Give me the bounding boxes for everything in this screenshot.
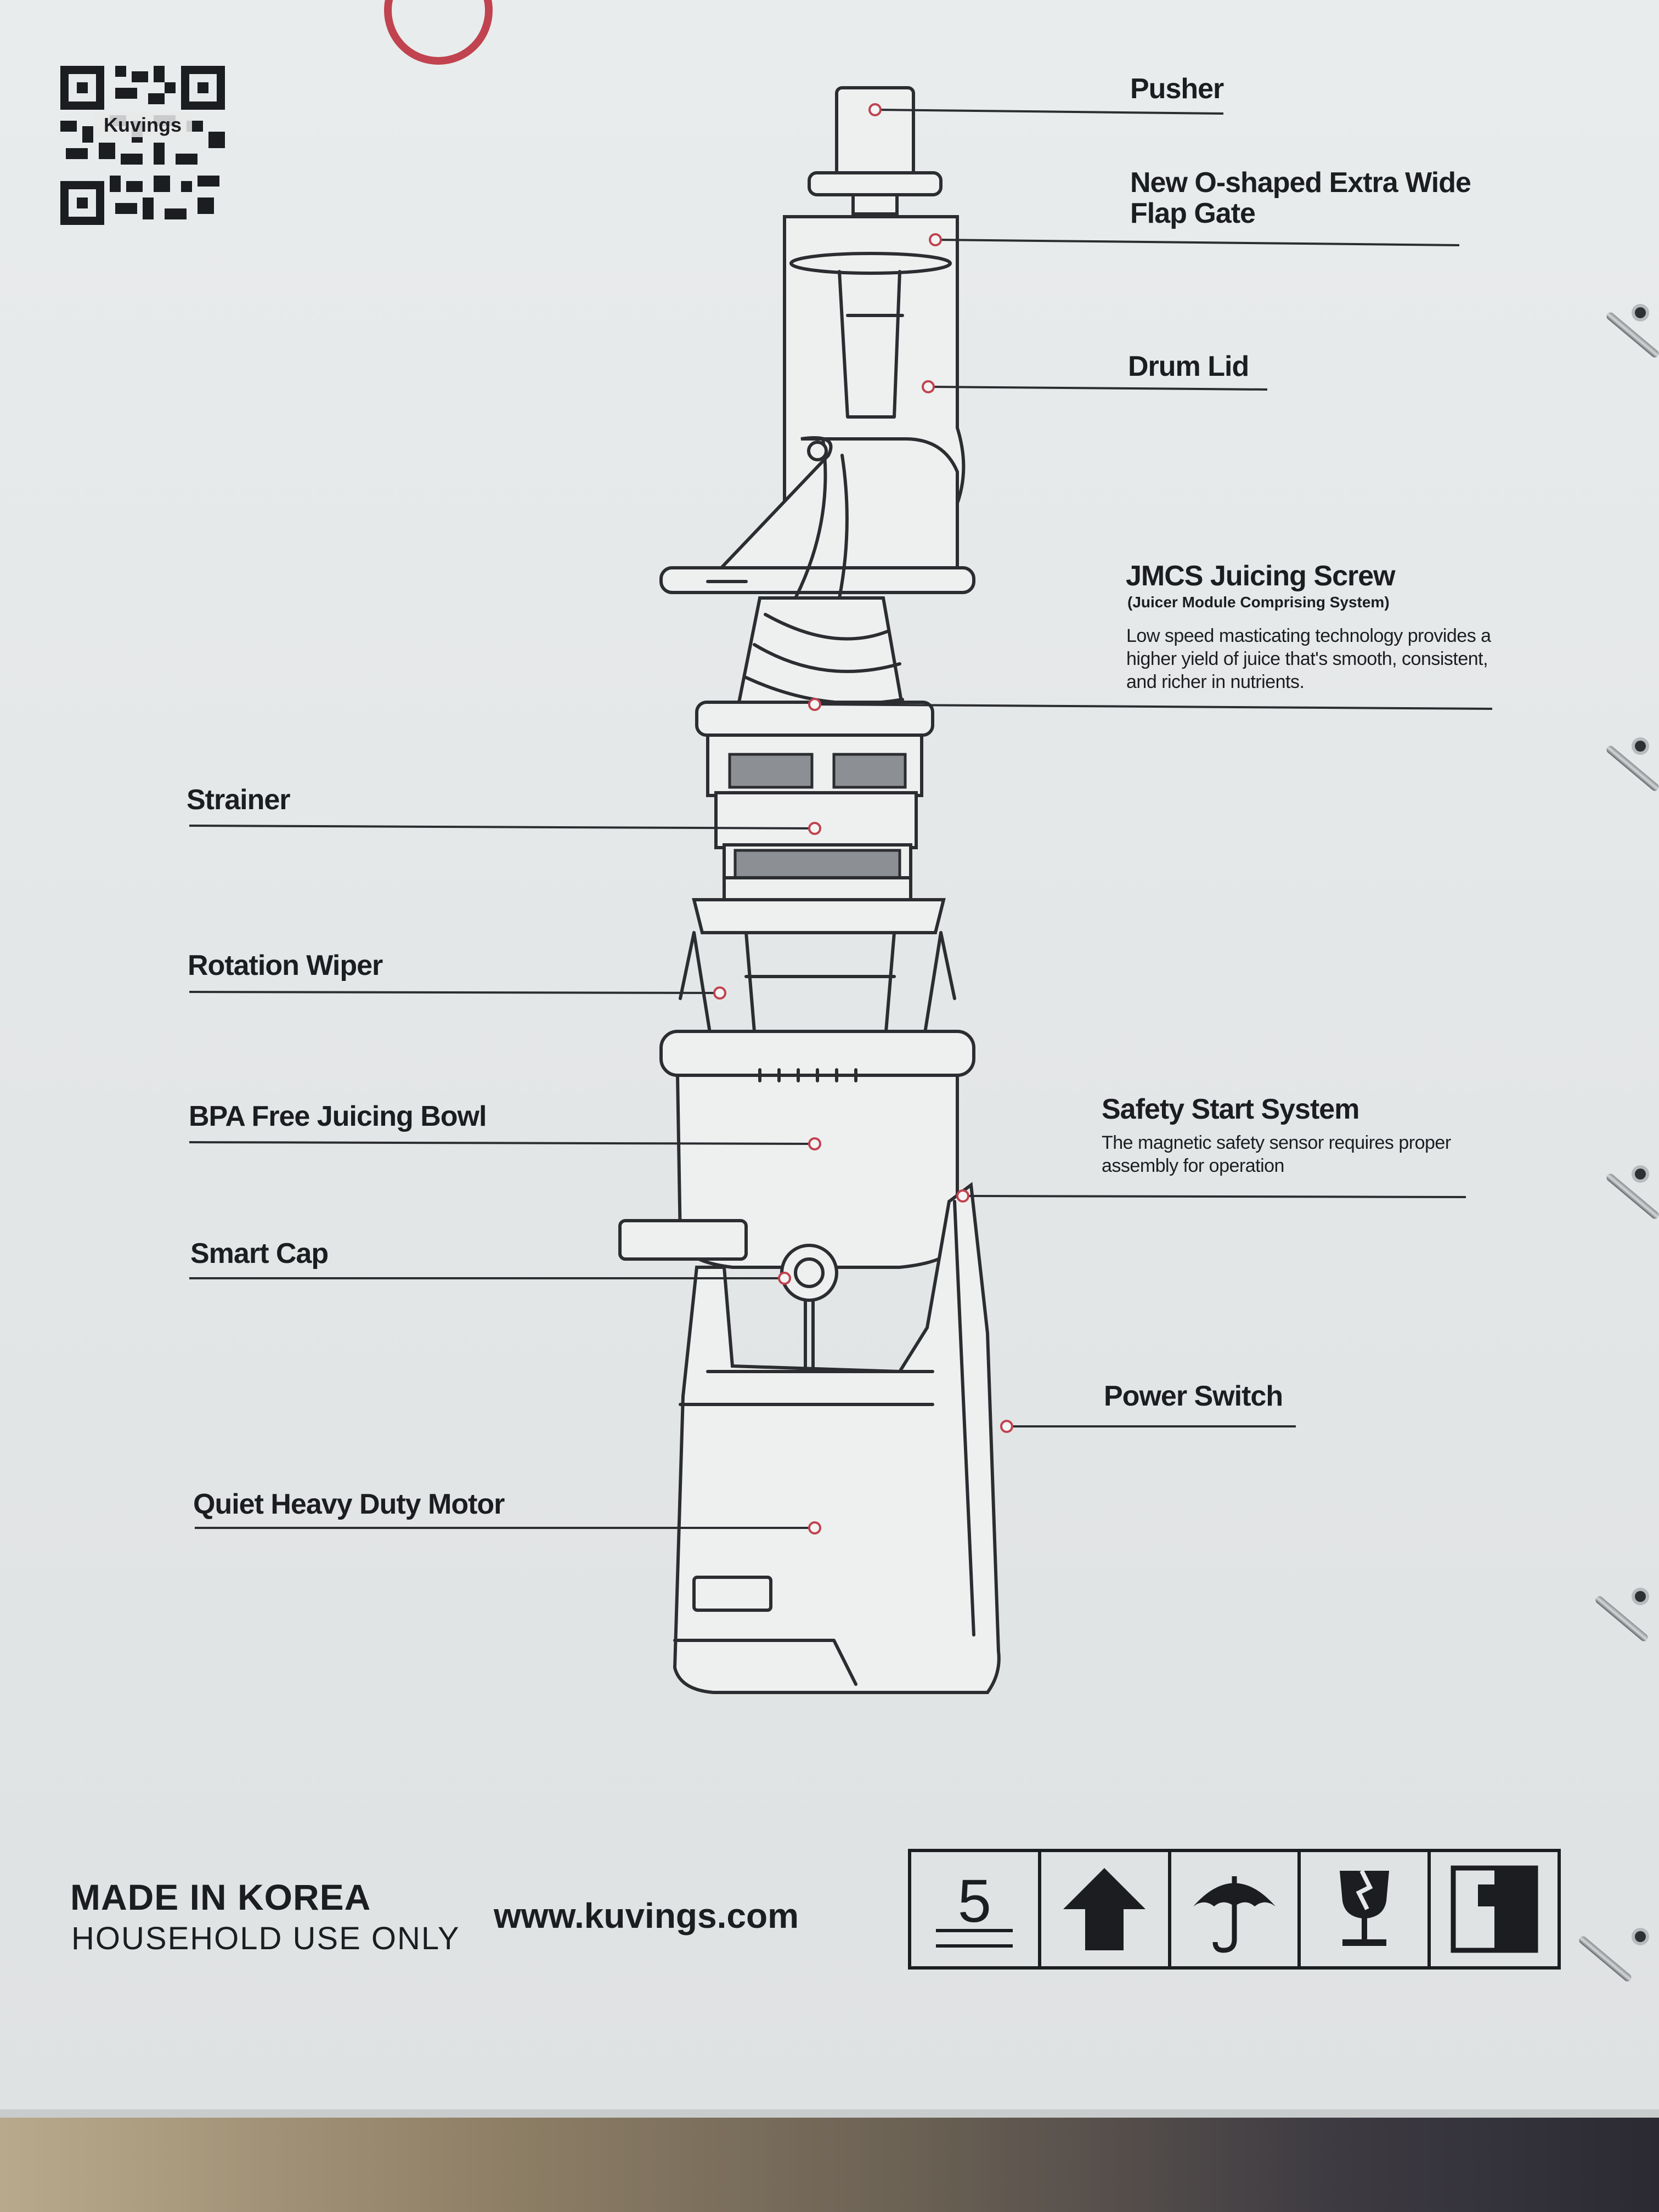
label-motor: Quiet Heavy Duty Motor xyxy=(193,1488,505,1520)
binding-hole xyxy=(1635,1169,1646,1180)
label-safety-start: Safety Start System xyxy=(1102,1093,1359,1125)
callout-dots xyxy=(713,103,1013,1534)
drum-lid-part xyxy=(659,215,975,594)
label-jmcs-subtitle: (Juicer Module Comprising System) xyxy=(1127,594,1390,611)
binding-hole xyxy=(1635,307,1646,318)
floor-background xyxy=(0,2118,1659,2212)
label-flap-gate: New O-shaped Extra Wide Flap Gate xyxy=(1130,167,1471,229)
qr-code-icon: Kuvings xyxy=(60,66,225,225)
label-rotation-wiper: Rotation Wiper xyxy=(188,950,383,981)
jmcs-description: Low speed masticating technology provide… xyxy=(1126,625,1491,692)
juicing-bowl-part xyxy=(618,1030,975,1384)
this-way-up-icon xyxy=(1041,1852,1171,1966)
label-strainer: Strainer xyxy=(187,784,291,816)
label-drum-lid: Drum Lid xyxy=(1128,351,1249,382)
binding-hole xyxy=(1635,1591,1646,1602)
made-in-korea: MADE IN KOREA xyxy=(70,1877,371,1917)
keep-dry-icon xyxy=(1171,1852,1301,1966)
stack-limit-icon: 5 xyxy=(911,1852,1041,1966)
juicer-exploded-diagram xyxy=(189,86,1493,1694)
binding-hole xyxy=(1635,1931,1646,1942)
qr-brand: Kuvings xyxy=(104,114,182,136)
strainer-part xyxy=(695,701,934,901)
label-pusher: Pusher xyxy=(1130,73,1224,105)
juicing-screw-part xyxy=(736,437,905,709)
motor-base-part xyxy=(673,1182,1001,1694)
fragile-icon xyxy=(1301,1852,1431,1966)
box-panel: Kuvings xyxy=(0,0,1659,2118)
label-smart-cap: Smart Cap xyxy=(190,1238,329,1269)
household-use-only: HOUSEHOLD USE ONLY xyxy=(71,1921,460,1956)
website-url: www.kuvings.com xyxy=(494,1896,799,1936)
label-juicing-bowl: BPA Free Juicing Bowl xyxy=(189,1101,487,1132)
handling-symbols: 5 xyxy=(908,1849,1561,1970)
center-of-gravity-icon xyxy=(1431,1852,1558,1966)
binding-hole xyxy=(1635,741,1646,752)
label-jmcs-screw: JMCS Juicing Screw xyxy=(1126,560,1396,592)
label-power-switch: Power Switch xyxy=(1104,1380,1283,1412)
safety-description: The magnetic safety sensor requires prop… xyxy=(1102,1132,1451,1176)
stack-limit-number: 5 xyxy=(957,1867,991,1935)
leader-lines xyxy=(189,109,1493,1529)
